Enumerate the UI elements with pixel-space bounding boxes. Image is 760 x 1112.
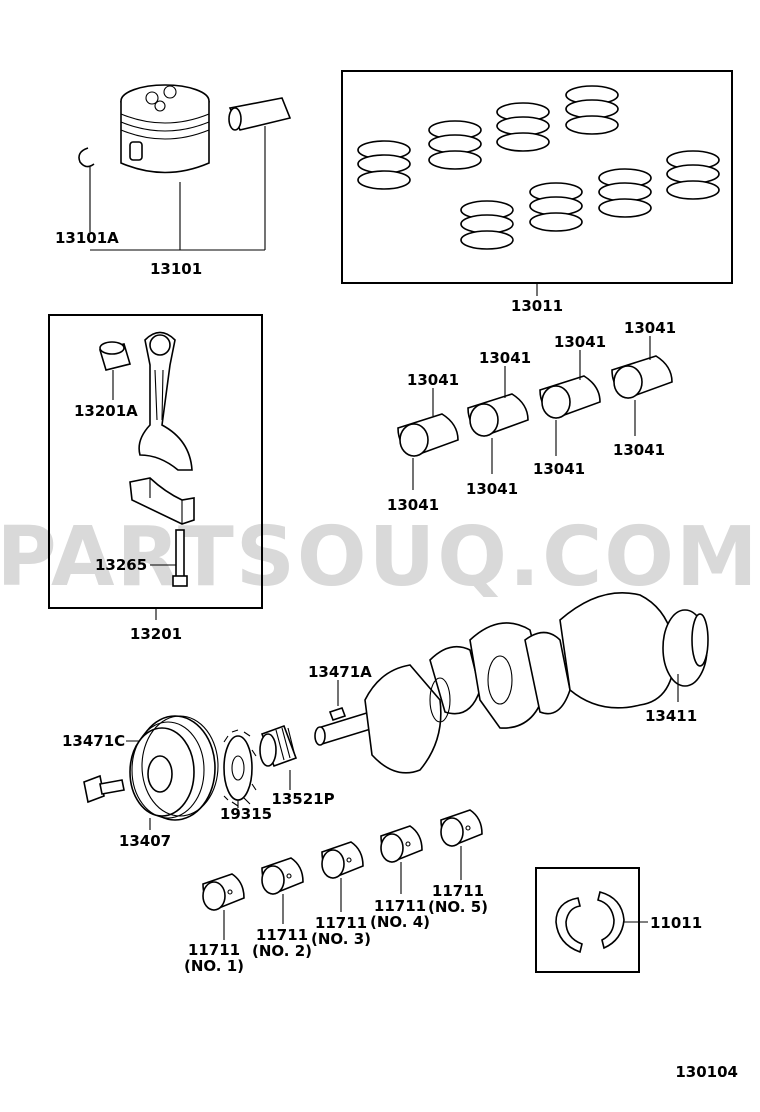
crankshaft[interactable]	[314, 592, 709, 774]
pulley-bolt[interactable]	[83, 774, 125, 804]
label-main-bearing-3-no: (NO. 3)	[311, 930, 371, 948]
label-13265: 13265	[95, 556, 147, 574]
connecting-rod-bearing-3[interactable]	[539, 375, 601, 419]
crankshaft-key[interactable]	[328, 706, 347, 722]
connecting-rod-bolt[interactable]	[172, 529, 188, 587]
connecting-rod-bushing[interactable]	[98, 341, 132, 371]
piston-ring-set[interactable]	[357, 85, 720, 250]
label-13521P: 13521P	[271, 790, 334, 808]
label-main-bearing-2-no: (NO. 2)	[252, 942, 312, 960]
connecting-rod-bearing-2[interactable]	[467, 393, 529, 437]
crankshaft-thrust-washer-set[interactable]	[555, 891, 625, 954]
label-13407: 13407	[119, 832, 171, 850]
main-bearing-no-2[interactable]	[261, 857, 304, 895]
watermark: PARTSOUQ.COM	[0, 510, 760, 605]
label-19315: 19315	[220, 805, 272, 823]
label-main-bearing-4: 11711	[374, 897, 426, 915]
diagram-code: 130104	[675, 1063, 738, 1081]
piston-pin[interactable]	[228, 97, 292, 131]
label-13101A: 13101A	[55, 229, 119, 247]
main-bearing-no-5[interactable]	[440, 809, 483, 847]
label-13471A: 13471A	[308, 663, 372, 681]
label-bearing-bottom-2: 13041	[466, 480, 518, 498]
main-bearing-no-3[interactable]	[321, 841, 364, 879]
label-13201A: 13201A	[74, 402, 138, 420]
piston[interactable]	[120, 84, 210, 174]
label-bearing-bottom-4: 13041	[613, 441, 665, 459]
label-main-bearing-3: 11711	[315, 914, 367, 932]
crankshaft-timing-gear[interactable]	[223, 729, 257, 807]
thrust-washer-box	[535, 867, 640, 973]
label-main-bearing-5-no: (NO. 5)	[428, 898, 488, 916]
label-main-bearing-1: 11711	[188, 941, 240, 959]
main-bearing-no-1[interactable]	[202, 873, 245, 911]
label-bearing-bottom-1: 13041	[387, 496, 439, 514]
connecting-rod-bearing-4[interactable]	[611, 355, 673, 399]
label-bearing-top-2: 13041	[479, 349, 531, 367]
label-main-bearing-1-no: (NO. 1)	[184, 957, 244, 975]
label-bearing-bottom-3: 13041	[533, 460, 585, 478]
crankshaft-pulley[interactable]	[129, 715, 219, 821]
label-bearing-top-3: 13041	[554, 333, 606, 351]
label-11011: 11011	[650, 914, 702, 932]
connecting-rod-bearing-1[interactable]	[397, 413, 459, 457]
main-bearing-no-4[interactable]	[380, 825, 423, 863]
label-13411: 13411	[645, 707, 697, 725]
piston-pin-snap-ring[interactable]	[78, 147, 95, 168]
label-bearing-top-1: 13041	[407, 371, 459, 389]
label-13011: 13011	[511, 297, 563, 315]
crankshaft-gear-spacer[interactable]	[259, 724, 298, 768]
label-main-bearing-2: 11711	[256, 926, 308, 944]
label-13201: 13201	[130, 625, 182, 643]
label-bearing-top-4: 13041	[624, 319, 676, 337]
label-main-bearing-5: 11711	[432, 882, 484, 900]
label-main-bearing-4-no: (NO. 4)	[370, 913, 430, 931]
label-13471C: 13471C	[62, 732, 125, 750]
label-13101: 13101	[150, 260, 202, 278]
connecting-rod-cap[interactable]	[129, 477, 195, 525]
connecting-rod[interactable]	[138, 331, 193, 471]
